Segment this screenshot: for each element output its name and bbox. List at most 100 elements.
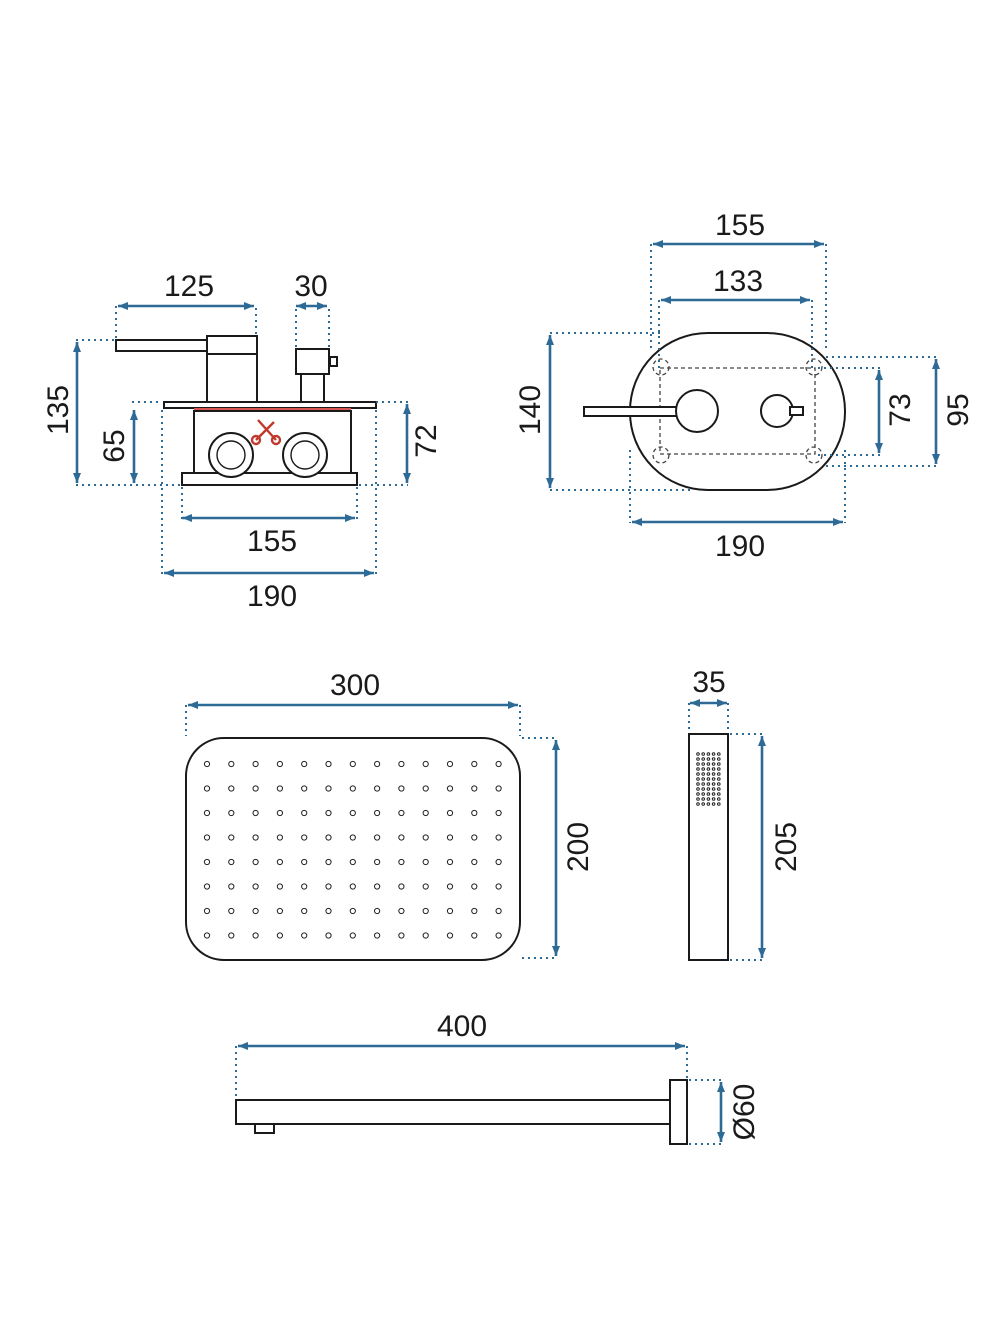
nozzle xyxy=(301,932,308,939)
nozzle xyxy=(696,797,700,801)
mixer-port-right xyxy=(282,432,328,478)
nozzle xyxy=(276,809,283,817)
nozzle xyxy=(701,762,706,766)
hand-nozzle-grid xyxy=(696,752,721,806)
nozzle xyxy=(252,883,259,890)
nozzle xyxy=(701,757,706,761)
nozzle xyxy=(301,809,308,817)
nozzle xyxy=(706,772,711,776)
nozzle xyxy=(471,760,478,768)
mixer-wall-plate xyxy=(163,401,377,409)
mixer-port-left xyxy=(208,432,254,478)
nozzle xyxy=(717,767,721,771)
dim-label-lever-width: 125 xyxy=(164,270,214,303)
nozzle xyxy=(696,757,700,761)
nozzle xyxy=(252,834,259,841)
nozzle xyxy=(471,858,478,866)
nozzle xyxy=(717,752,721,756)
nozzle xyxy=(711,762,716,766)
nozzle xyxy=(422,834,429,841)
nozzle xyxy=(398,785,405,792)
nozzle xyxy=(706,762,711,766)
nozzle xyxy=(398,932,405,939)
dim-label-plate-height: 140 xyxy=(514,385,547,435)
nozzle xyxy=(706,782,711,786)
nozzle xyxy=(696,777,700,781)
nozzle xyxy=(711,752,716,756)
nozzle xyxy=(706,757,711,761)
nozzle xyxy=(374,834,381,841)
dim-label-box-outer-width: 190 xyxy=(247,580,297,613)
dim-label-knob-width: 30 xyxy=(294,270,327,303)
dim-label-head-width: 300 xyxy=(330,669,380,702)
nozzle xyxy=(228,809,235,817)
nozzle xyxy=(446,785,454,792)
mixer-front-knob-tip xyxy=(789,406,804,416)
nozzle xyxy=(495,809,502,817)
nozzle xyxy=(228,785,235,792)
nozzle xyxy=(446,932,454,939)
dim-label-plate-height: 72 xyxy=(410,424,443,457)
nozzle xyxy=(422,883,429,890)
dim-label-hand-width: 35 xyxy=(692,666,725,699)
dim-label-inner-top-width: 133 xyxy=(713,265,763,298)
nozzle xyxy=(495,785,502,792)
nozzle xyxy=(398,883,405,890)
nozzle xyxy=(349,883,356,890)
nozzle xyxy=(325,809,332,817)
nozzle xyxy=(349,785,356,792)
nozzle xyxy=(228,760,235,768)
dim-label-total-height: 135 xyxy=(42,385,75,435)
dim-label-box-height: 65 xyxy=(98,429,131,462)
nozzle xyxy=(325,858,332,866)
nozzle xyxy=(301,907,308,915)
shower-head-plate xyxy=(185,737,521,961)
nozzle xyxy=(701,802,706,806)
nozzle xyxy=(276,785,283,792)
nozzle xyxy=(495,883,502,890)
hand-shower-body xyxy=(688,733,729,961)
nozzle xyxy=(252,907,259,915)
mixer-handle-base xyxy=(206,353,258,403)
nozzle xyxy=(696,772,700,776)
nozzle xyxy=(203,883,211,890)
nozzle xyxy=(495,858,502,866)
mixer-knob-stem xyxy=(300,373,325,403)
nozzle xyxy=(325,932,332,939)
nozzle xyxy=(701,772,706,776)
nozzle xyxy=(374,760,381,768)
nozzle xyxy=(228,932,235,939)
nozzle xyxy=(203,809,211,817)
nozzle xyxy=(301,760,308,768)
nozzle xyxy=(252,785,259,792)
nozzle xyxy=(301,785,308,792)
nozzle xyxy=(711,797,716,801)
nozzle xyxy=(203,858,211,866)
nozzle xyxy=(711,757,716,761)
nozzle xyxy=(374,785,381,792)
dim-label-arm-length: 400 xyxy=(437,1010,487,1043)
nozzle xyxy=(701,782,706,786)
hand-shower-view: 35 205 xyxy=(688,666,803,961)
nozzle xyxy=(325,785,332,792)
dim-label-plate-width: 190 xyxy=(715,530,765,563)
nozzle xyxy=(252,760,259,768)
nozzle xyxy=(711,802,716,806)
dim-label-outer-height: 95 xyxy=(942,393,975,426)
nozzle xyxy=(717,762,721,766)
nozzle xyxy=(696,767,700,771)
nozzle xyxy=(696,762,700,766)
nozzle-grid xyxy=(203,760,502,939)
cut-line xyxy=(194,408,351,411)
nozzle xyxy=(696,787,700,791)
mixer-front-handle xyxy=(675,389,719,433)
nozzle xyxy=(701,777,706,781)
nozzle xyxy=(203,932,211,939)
nozzle xyxy=(276,932,283,939)
nozzle xyxy=(203,785,211,792)
nozzle xyxy=(471,883,478,890)
nozzle xyxy=(252,858,259,866)
nozzle xyxy=(495,834,502,841)
nozzle xyxy=(349,834,356,841)
nozzle xyxy=(374,932,381,939)
